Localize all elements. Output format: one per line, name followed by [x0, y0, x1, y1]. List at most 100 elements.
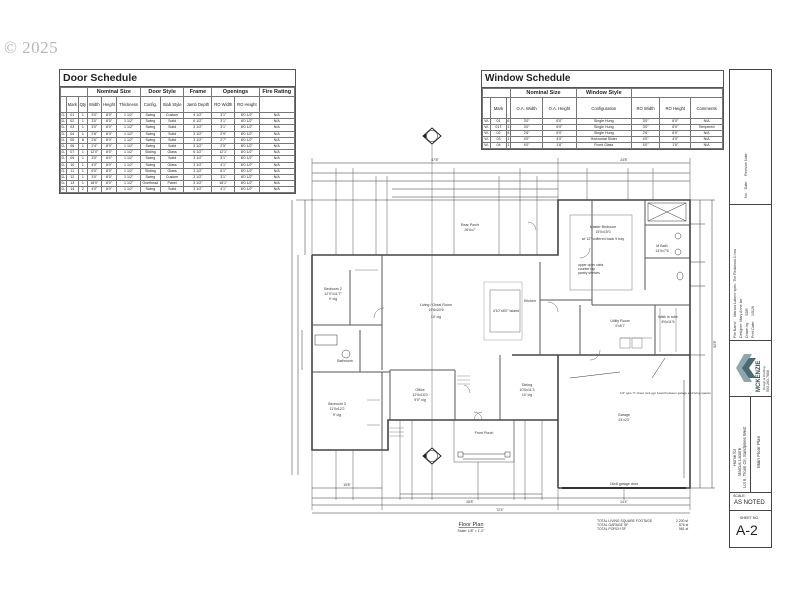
- table-cell: Fixed Glass: [575, 142, 632, 149]
- room-label-bathroom: Bathroom: [337, 359, 353, 363]
- room-size: 8'0x11'5: [662, 320, 675, 324]
- room-ceiling: 9' clg: [329, 297, 337, 301]
- room-label-m-bath: M Bath: [656, 244, 667, 248]
- room-size: 24'x23': [618, 418, 629, 422]
- dim-top-right: 24'8": [620, 158, 628, 162]
- file-name-value: Marcus Latorre spec. The Redwood-3.mcs: [733, 248, 737, 317]
- revision-header: No. Date: Revision Note:: [744, 152, 748, 198]
- room-ceiling: 10' clg: [522, 393, 532, 397]
- total-porch-value: 561 sf: [679, 527, 688, 531]
- room-label-dining: Dining: [522, 383, 532, 387]
- room-ceiling: 10' clg: [431, 315, 441, 319]
- garage-firewall-note: 1/2" type 'X' sheet rock gyp board betwe…: [620, 391, 711, 395]
- sheet-number-section: SHEET NO. A-2: [730, 510, 771, 547]
- total-garage-value: 576 sf: [679, 523, 688, 527]
- room-ceiling: 9'0" clg: [414, 398, 426, 402]
- dim-bottom-left: 19'8": [343, 483, 351, 487]
- sheet-no-label: SHEET NO.: [740, 516, 760, 520]
- counter-top-note: counter top: [578, 267, 595, 271]
- room-ceiling: w/ 12" coffered back 9 tray: [582, 237, 625, 241]
- room-size: 14'0x7'6: [655, 249, 668, 253]
- room-label-utility: Utility Room: [610, 319, 629, 323]
- room-label-garage: Garage: [618, 413, 630, 417]
- garage-door-note: 16x8 garage door: [610, 482, 639, 486]
- copyright-watermark: © 2025: [4, 38, 59, 57]
- room-size: 19'6x20'6: [428, 308, 443, 312]
- table-cell: N/A: [258, 186, 296, 194]
- file-name-row: File Name: Marcus Latorre spec. The Redw…: [733, 249, 737, 338]
- room-label-walk-in-robe: Walk in robe: [658, 315, 678, 319]
- drawn-by-row: Drawn by: SDR: [745, 308, 749, 338]
- column-header: Jamb Depth: [183, 96, 213, 113]
- room-size: 12'0x10'0: [412, 393, 427, 397]
- scale-value: AS NOTED: [734, 500, 765, 506]
- room-size: 11'0x12'2: [330, 407, 345, 411]
- revision-section: No. Date: Revision Note:: [730, 70, 771, 205]
- room-ceiling: 9' clg: [333, 413, 341, 417]
- title-block: No. Date: Revision Note: File Name: Marc…: [729, 69, 772, 548]
- print-date-row: Print Date: 1/5/26: [751, 306, 755, 338]
- upper-cabinets-note: upper open cabs: [578, 263, 604, 267]
- kitchen-island-note: 4'10"x8'0" Island: [493, 309, 519, 313]
- room-label-bedroom-2: Bedroom 2: [324, 287, 342, 291]
- designer-label: Designer:: [739, 322, 743, 338]
- table-cell: W-: [481, 142, 492, 149]
- table-cell: 3 1/2": [183, 186, 213, 194]
- sheet-number: A-2: [736, 522, 758, 538]
- total-living-label: TOTAL LIVING SQUARE FOOTAGE: [597, 519, 653, 523]
- room-label-master-bedroom: Master Bedroom: [590, 225, 617, 229]
- floor-plan-scale: Scale: 1/8" = 1'-0": [458, 529, 486, 533]
- door-schedule-table: Nominal Size Door Style Frame Openings F…: [60, 87, 296, 194]
- north-arrow-icon: [422, 127, 442, 145]
- rev-no-label: No.: [744, 192, 748, 198]
- drawn-by-value: SDR: [745, 308, 749, 316]
- table-cell: 14: [65, 186, 79, 194]
- room-size: 12'0"x11'7": [324, 292, 342, 296]
- table-cell: 4'0": [86, 186, 102, 194]
- column-header: Mark: [65, 96, 79, 113]
- file-name-label: File Name:: [733, 320, 737, 338]
- north-arrow-icon: [422, 447, 442, 465]
- table-cell: 8'0 1/2": [234, 186, 260, 194]
- room-label-kitchen: Kitchen: [524, 299, 536, 303]
- dim-bottom-mid: 28'8": [466, 500, 474, 504]
- window-schedule-title: Window Schedule: [482, 71, 723, 88]
- project-address: Lot 6, Troon Cir, Sandpines West: [742, 426, 747, 488]
- rev-note-label: Revision Note:: [744, 152, 748, 176]
- room-label-living: Living / Great Room: [420, 303, 452, 307]
- sheet-title: Main Floor Plan: [756, 435, 761, 468]
- designer-value: Mary Anne Ike: [739, 298, 743, 322]
- room-size: 26'0x7': [464, 228, 475, 232]
- dim-overall: 72'4": [496, 508, 504, 512]
- table-cell: 1: [505, 142, 512, 149]
- table-cell: N/A: [690, 142, 723, 149]
- floor-plan-title: Floor Plan: [458, 522, 483, 528]
- pantry-note: pantry shelves: [578, 271, 600, 275]
- company-phone: 503.263.7606: [766, 370, 770, 392]
- table-cell: Swing: [139, 186, 161, 194]
- dim-bottom-right: 24'4": [620, 500, 628, 504]
- total-living-value: 2,200 sf: [676, 519, 688, 523]
- dim-right-depth: 52'8": [713, 339, 717, 347]
- room-label-front-porch: Front Porch: [475, 431, 494, 435]
- print-date-value: 1/5/26: [751, 306, 755, 317]
- door-schedule: Door Schedule Nominal Size Door Style Fr…: [59, 69, 296, 195]
- print-date-label: Print Date:: [751, 321, 755, 338]
- company-logo-section: MCKENZIE Design & Drafting 503.263.7606: [730, 340, 771, 397]
- total-garage-label: TOTAL GARAGE SF: [597, 523, 628, 527]
- mckenzie-logo-icon: [736, 354, 756, 382]
- dim-top-main: 47'8": [431, 158, 439, 162]
- scale-section: SCALE: AS NOTED: [730, 492, 771, 511]
- door-schedule-title: Door Schedule: [60, 70, 295, 87]
- project-section: Home for Marcus Latorre Lot 6, Troon Cir…: [730, 396, 771, 493]
